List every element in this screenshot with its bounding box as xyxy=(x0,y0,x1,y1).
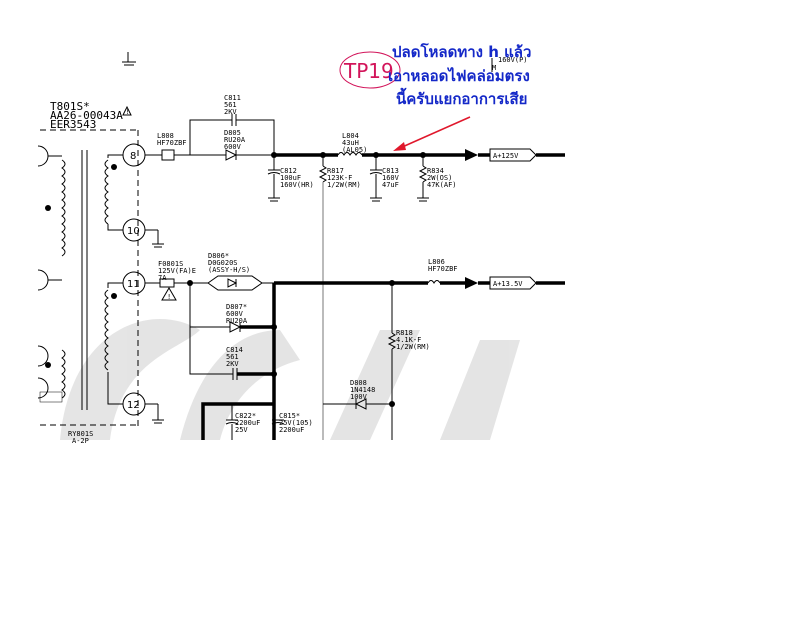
svg-text:47K(AF): 47K(AF) xyxy=(427,181,457,189)
d807-c814-branch xyxy=(189,283,277,440)
pin12-ground xyxy=(145,403,164,424)
c813-label: C813 xyxy=(382,167,399,175)
r818-label: R818 xyxy=(396,329,413,337)
svg-text:10: 10 xyxy=(127,226,140,237)
annotation-line-3: นี้ครับแยกอาการเสีย xyxy=(396,87,527,108)
pin-8: 8 xyxy=(122,143,146,167)
svg-text:100V: 100V xyxy=(350,393,368,401)
c822-label: C822* xyxy=(235,412,256,420)
svg-text:2KV: 2KV xyxy=(226,360,239,368)
svg-text:125V(FA)E: 125V(FA)E xyxy=(158,267,196,275)
c812-cap xyxy=(267,155,281,202)
svg-text:600V: 600V xyxy=(224,143,242,151)
svg-text:2200uF: 2200uF xyxy=(279,426,304,434)
r817-resistor xyxy=(318,155,328,440)
c811-label: C811 xyxy=(224,94,241,102)
svg-text:(AL05): (AL05) xyxy=(342,146,367,154)
annotation-line-2: เอาหลอดไฟคล่อมตรง xyxy=(388,66,530,85)
svg-text:11: 11 xyxy=(127,279,140,290)
svg-text:A-2P: A-2P xyxy=(72,437,89,445)
annotation-note: ปลดโหลดทาง h แล้ว เอาหลอดไฟคล่อมตรง นี้ค… xyxy=(388,42,531,108)
svg-text:600V: 600V xyxy=(226,310,244,318)
svg-text:160V(HR): 160V(HR) xyxy=(280,181,314,189)
svg-text:2KV: 2KV xyxy=(224,108,237,116)
svg-text:12: 12 xyxy=(127,400,140,411)
transformer-ref: T801S* xyxy=(50,100,90,113)
svg-text:D0G020S: D0G020S xyxy=(208,259,238,267)
svg-text:!: ! xyxy=(167,293,171,301)
r818-d808-branch xyxy=(323,283,397,440)
c812-label: C812 xyxy=(280,167,297,175)
svg-text:1N4148: 1N4148 xyxy=(350,386,375,394)
svg-text:TP19: TP19 xyxy=(343,59,394,83)
rail-125v: A+125V xyxy=(145,114,565,162)
svg-text:123K-F: 123K-F xyxy=(327,174,352,182)
f0801s-label: F0801S xyxy=(158,260,183,268)
l808-label: L808 xyxy=(157,132,174,140)
output-a125v: A+125V xyxy=(493,152,519,160)
output-a135v: A+13.5V xyxy=(493,280,523,288)
pin-11: 11 xyxy=(122,271,146,295)
svg-text:47uF: 47uF xyxy=(382,181,399,189)
svg-text:1/2W(RM): 1/2W(RM) xyxy=(396,343,430,351)
d805-label: D805 xyxy=(224,129,241,137)
svg-text:RU20A: RU20A xyxy=(224,136,246,144)
svg-text:561: 561 xyxy=(226,353,239,361)
svg-text:2W(OS): 2W(OS) xyxy=(427,174,452,182)
svg-text:M: M xyxy=(492,64,496,72)
svg-text:RU20A: RU20A xyxy=(226,317,248,325)
l804-label: L804 xyxy=(342,132,359,140)
svg-text:HF70ZBF: HF70ZBF xyxy=(157,139,187,147)
c822-c815-caps xyxy=(201,402,285,440)
c815-label: C815* xyxy=(279,412,300,420)
pin10-ground xyxy=(145,229,164,248)
r834-resistor xyxy=(417,155,429,202)
transformer-alt: EER3543 xyxy=(50,118,96,131)
r817-label: R817 xyxy=(327,167,344,175)
c813-cap xyxy=(369,155,383,202)
d806-label: D806* xyxy=(208,252,229,260)
svg-text:7A: 7A xyxy=(158,274,167,282)
warning-triangle xyxy=(122,105,132,116)
transformer-t801s: T801S* AA26-00043A EER3543 ! xyxy=(37,100,139,430)
svg-text:!: ! xyxy=(126,108,130,116)
l806-label: L806 xyxy=(428,258,445,266)
r834-label: R834 xyxy=(427,167,444,175)
svg-text:2200uF: 2200uF xyxy=(235,419,260,427)
svg-text:25V(105): 25V(105) xyxy=(279,419,313,427)
svg-text:4.1K-F: 4.1K-F xyxy=(396,336,421,344)
transformer-part: AA26-00043A xyxy=(50,109,123,122)
relay-ry801s: RY801S A-2P xyxy=(68,430,93,445)
svg-text:8: 8 xyxy=(130,151,136,162)
pin-10: 10 xyxy=(122,218,146,242)
svg-text:561: 561 xyxy=(224,101,237,109)
rail-13v5: A+13.5V ! xyxy=(145,275,565,301)
svg-text:RY801S: RY801S xyxy=(68,430,93,438)
svg-text:100uF: 100uF xyxy=(280,174,301,182)
svg-text:160V: 160V xyxy=(382,174,400,182)
ground-symbol-top xyxy=(122,52,136,66)
svg-text:(ASSY-H/S): (ASSY-H/S) xyxy=(208,266,250,274)
component-labels: C811 561 2KV D805 RU20A 600V L808 HF70ZB… xyxy=(157,56,528,434)
red-arrow xyxy=(393,116,471,151)
svg-text:HF70ZBF: HF70ZBF xyxy=(428,265,458,273)
svg-text:1/2W(RM): 1/2W(RM) xyxy=(327,181,361,189)
d808-label: D808 xyxy=(350,379,367,387)
c814-label: C814 xyxy=(226,346,243,354)
tp19-marker: TP19 xyxy=(339,51,401,89)
svg-text:25V: 25V xyxy=(235,426,248,434)
top-right-label: 160V(P) xyxy=(498,56,528,64)
d807-label: D807* xyxy=(226,303,247,311)
pin-12: 12 xyxy=(122,392,146,416)
annotation-line-1: ปลดโหลดทาง h แล้ว xyxy=(392,42,531,61)
watermark xyxy=(60,319,520,440)
svg-text:43uH: 43uH xyxy=(342,139,359,147)
